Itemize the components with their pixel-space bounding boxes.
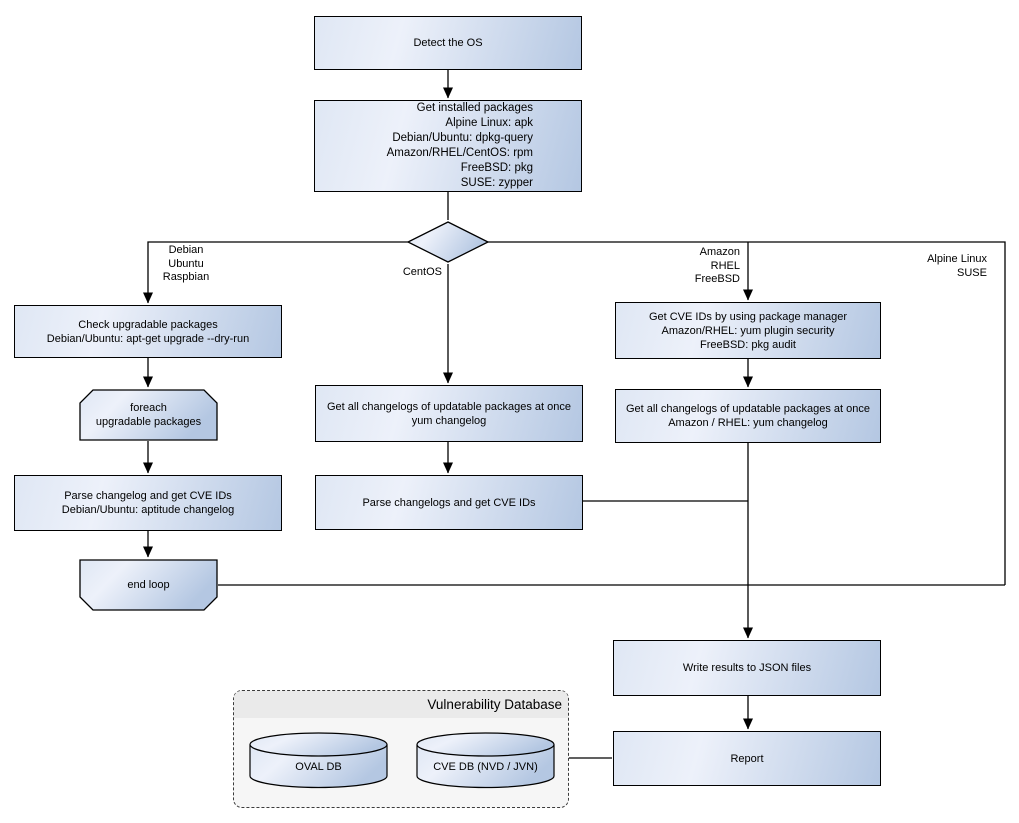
branch-label-alpine-suse: Alpine Linux SUSE (927, 253, 987, 279)
node-foreach-upgradable-packages: foreach upgradable packages (79, 389, 218, 441)
branch-label-amazon-rhel-freebsd: Amazon RHEL FreeBSD (694, 246, 740, 285)
node-get-cve-ids-package-manager-label: Get CVE IDs by using package manager Ama… (648, 310, 848, 351)
node-parse-changelog-debian: Parse changelog and get CVE IDs Debian/U… (14, 475, 282, 531)
decision-os-diamond (406, 220, 490, 264)
node-parse-changelogs-centos-label: Parse changelogs and get CVE IDs (362, 496, 536, 509)
node-get-changelogs-centos: Get all changelogs of updatable packages… (315, 385, 583, 442)
vulnerability-database-title: Vulnerability Database (427, 697, 562, 712)
node-get-installed-packages-label: Get installed packages Alpine Linux: apk… (386, 102, 533, 189)
vulnerability-database-header: Vulnerability Database (234, 691, 568, 718)
database-cylinder-icon (416, 732, 555, 789)
node-write-results-json: Write results to JSON files (613, 640, 881, 696)
branch-label-debian: Debian Ubuntu Raspbian (162, 244, 210, 283)
node-detect-os-label: Detect the OS (413, 37, 483, 49)
cve-db-label: CVE DB (NVD / JVN) (433, 761, 538, 773)
node-check-upgradable-packages-label: Check upgradable packages Debian/Ubuntu:… (46, 318, 250, 345)
node-write-results-json-label: Write results to JSON files (682, 662, 812, 674)
node-get-changelogs-centos-label: Get all changelogs of updatable packages… (326, 400, 571, 427)
node-get-cve-ids-package-manager: Get CVE IDs by using package manager Ama… (615, 302, 881, 359)
node-report: Report (613, 731, 881, 786)
node-end-loop-label: end loop (127, 579, 170, 591)
node-get-changelogs-amazon-rhel-label: Get all changelogs of updatable packages… (625, 403, 870, 429)
node-get-changelogs-amazon-rhel: Get all changelogs of updatable packages… (615, 389, 881, 443)
oval-db-label: OVAL DB (295, 761, 342, 773)
node-get-installed-packages: Get installed packages Alpine Linux: apk… (314, 100, 582, 192)
oval-db-cylinder: OVAL DB (249, 732, 388, 789)
loop-start-shape-icon (79, 389, 218, 441)
loop-end-shape-icon (79, 559, 218, 611)
node-detect-os: Detect the OS (314, 16, 582, 70)
vulnerability-database-group: Vulnerability Database OVAL DB CVE DB (N… (233, 690, 569, 808)
node-report-label: Report (730, 752, 764, 765)
node-parse-changelogs-centos: Parse changelogs and get CVE IDs (315, 475, 583, 530)
branch-label-centos: CentOS (402, 266, 442, 278)
node-check-upgradable-packages: Check upgradable packages Debian/Ubuntu:… (14, 305, 282, 358)
node-end-loop: end loop (79, 559, 218, 611)
diamond-shape-icon (406, 221, 490, 263)
cve-db-cylinder: CVE DB (NVD / JVN) (416, 732, 555, 789)
node-parse-changelog-debian-label: Parse changelog and get CVE IDs Debian/U… (61, 490, 235, 516)
node-foreach-upgradable-packages-label: foreach upgradable packages (95, 402, 202, 428)
database-cylinder-icon (249, 732, 388, 789)
